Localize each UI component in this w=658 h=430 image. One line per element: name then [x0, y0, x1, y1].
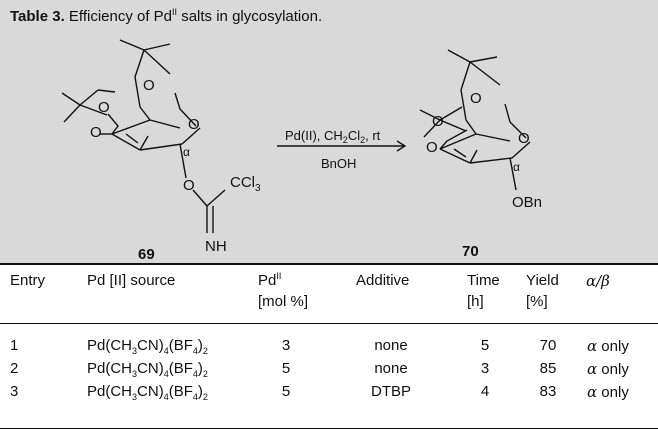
reaction-arrow — [277, 140, 407, 152]
caption-text-b: salts in glycosylation. — [177, 8, 323, 25]
header-pd-unit: [mol %] — [258, 293, 309, 310]
table-row-1-entry: 1 — [10, 337, 19, 354]
header-additive: Additive — [356, 272, 410, 289]
arrow-conditions-bottom: BnOH — [321, 156, 356, 171]
table-row-2-time: 3 — [480, 360, 490, 377]
reactant-structure — [61, 39, 226, 233]
table-row-3-source: Pd(CH3CN)4(BF4)2 — [87, 383, 208, 402]
trichloromethyl-label: CCl3 — [230, 174, 261, 194]
reactant-o-lower: O — [90, 124, 102, 141]
header-pd-sup: II — [276, 271, 282, 281]
table-row-1-pd: 3 — [281, 337, 291, 354]
table-row-2-source: Pd(CH3CN)4(BF4)2 — [87, 360, 208, 379]
reaction-scheme: O O O O α O CCl3 NH 69 Pd(II), CH2Cl2, r… — [61, 39, 542, 263]
reactant-o-anomeric: O — [183, 177, 195, 194]
table-rule-top — [0, 263, 658, 265]
header-pd: Pd — [258, 272, 277, 289]
reactant-o-left: O — [98, 99, 110, 116]
header-ratio: α/β — [586, 272, 610, 290]
reactant-number: 69 — [138, 246, 155, 263]
reactant-alpha-label: α — [183, 145, 190, 159]
table-rule-header — [0, 323, 658, 324]
header-time: Time — [467, 272, 500, 289]
header-yield: Yield — [526, 272, 559, 289]
product-number: 70 — [462, 243, 479, 260]
caption-text-a: Efficiency of Pd — [64, 8, 173, 25]
caption-superscript: II — [172, 7, 178, 17]
arrow-conditions-top: Pd(II), CH2Cl2, rt — [285, 128, 381, 145]
caption-label: Table 3. — [10, 8, 65, 25]
table-row-3-selectivity: α only — [587, 383, 629, 401]
product-o-top: O — [470, 90, 482, 107]
product-o-lower: O — [426, 139, 438, 156]
table-row-3-additive: DTBP — [370, 383, 411, 400]
table-row-1-yield: 70 — [539, 337, 557, 354]
table-row-1-additive: none — [374, 337, 408, 354]
product-o-ring: O — [518, 130, 530, 147]
table-row-2-pd: 5 — [281, 360, 291, 377]
table-row-3-pd: 5 — [281, 383, 291, 400]
reactant-o-top: O — [143, 77, 155, 94]
table-row-1-source: Pd(CH3CN)4(BF4)2 — [87, 337, 208, 356]
product-alpha-label: α — [513, 160, 520, 174]
table-rule-bottom — [0, 428, 658, 429]
table-row-3-yield: 83 — [539, 383, 557, 400]
table-row-2-additive: none — [374, 360, 408, 377]
benzyloxy-label: OBn — [512, 194, 542, 211]
header-pd-loading: PdII — [258, 271, 281, 291]
table-caption: Table 3. Efficiency of PdII salts in gly… — [10, 7, 322, 27]
header-source: Pd [II] source — [87, 272, 176, 289]
table-row-2-entry: 2 — [10, 360, 19, 377]
reactant-o-ring: O — [188, 116, 200, 133]
table-row-1-selectivity: α only — [587, 337, 629, 355]
header-entry: Entry — [10, 272, 46, 289]
header-yield-unit: [%] — [526, 293, 548, 310]
product-o-left: O — [432, 113, 444, 130]
table-row-2-yield: 85 — [539, 360, 557, 377]
table-row-3-entry: 3 — [10, 383, 19, 400]
table-row-3-time: 4 — [480, 383, 490, 400]
header-time-unit: [h] — [467, 293, 484, 310]
imine-label: NH — [205, 238, 227, 255]
table-row-2-selectivity: α only — [587, 360, 629, 378]
table-row-1-time: 5 — [480, 337, 490, 354]
caption-panel: Table 3. Efficiency of PdII salts in gly… — [0, 0, 658, 263]
product-structure — [419, 49, 531, 191]
